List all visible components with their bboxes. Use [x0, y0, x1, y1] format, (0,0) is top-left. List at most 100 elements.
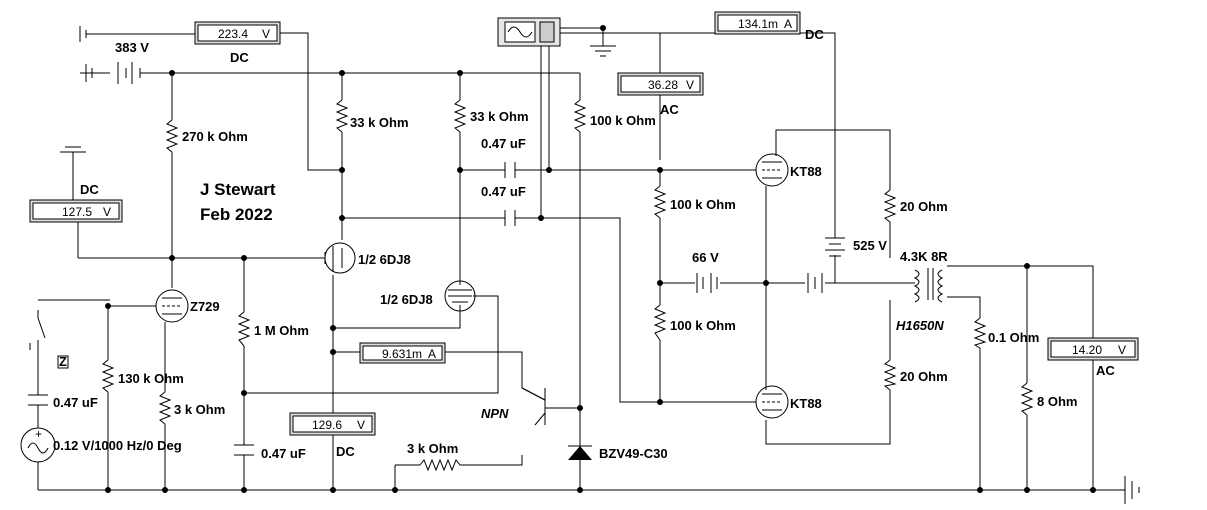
meter-m1: 223.4 V: [194, 21, 281, 45]
battery-383v-label: 383 V: [115, 40, 149, 55]
meter-m7-mode: AC: [1096, 363, 1115, 378]
label-r7: 1 M Ohm: [254, 323, 309, 338]
capacitor-c3: [28, 394, 48, 406]
resistor-8: [1020, 382, 1034, 416]
label-c1: 0.47 uF: [481, 136, 526, 151]
label-xfmr-ratio: 4.3K 8R: [900, 249, 948, 264]
label-r13: 0.1 Ohm: [988, 330, 1039, 345]
label-v5: Z729: [190, 299, 220, 314]
tube-6dj8-a: [324, 242, 356, 274]
battery-525v: [825, 237, 845, 257]
meter-m2: 134.1m A: [714, 11, 801, 35]
tube-z729: [155, 289, 189, 323]
label-r1: 270 k Ohm: [182, 129, 248, 144]
label-c3: 0.47 uF: [53, 395, 98, 410]
battery-66v: [696, 273, 823, 293]
tube-6dj8-b: [444, 280, 476, 312]
meter-m6-unit: V: [357, 418, 365, 432]
ground-meter-left: [60, 146, 86, 200]
meter-m7-unit: V: [1118, 343, 1126, 357]
label-r2: 33 k Ohm: [350, 115, 409, 130]
resistor-100k-c: [653, 304, 667, 341]
capacitor-c2: [504, 210, 516, 226]
resistor-20-a: [883, 189, 897, 223]
resistor-100k-b: [653, 185, 667, 219]
meter-m3-mode: AC: [660, 102, 679, 117]
label-xfmr-model: H1650N: [896, 318, 944, 333]
battery-66v-label: 66 V: [692, 250, 719, 265]
label-r8: 130 k Ohm: [118, 371, 184, 386]
label-r11: 20 Ohm: [900, 199, 948, 214]
meter-m3: 36.28 V: [617, 72, 704, 96]
meter-m5-value: 9.631m: [382, 347, 422, 361]
meter-m5-unit: A: [428, 347, 436, 361]
meter-m2-unit: A: [784, 17, 792, 31]
battery-top-left: [79, 26, 195, 42]
battery-525v-label: 525 V: [853, 238, 887, 253]
meter-m3-unit: V: [686, 78, 694, 92]
capacitors: [28, 162, 516, 456]
meter-m5: 9.631m A: [359, 342, 446, 364]
oscilloscope: [497, 17, 561, 47]
tube-kt88-a: [755, 153, 789, 187]
resistors: [101, 99, 1034, 472]
junctions: [105, 25, 1096, 493]
resistor-20-b: [883, 359, 897, 391]
labels: J Stewart Feb 2022 270 k Ohm 33 k Ohm 33…: [53, 109, 1077, 461]
resistor-33k-b: [453, 99, 467, 133]
ground-main: [1124, 476, 1140, 504]
resistor-3k-b: [419, 458, 465, 472]
ac-source: +: [20, 427, 56, 463]
meter-m4-unit: V: [103, 205, 111, 219]
zener-diode: [568, 440, 592, 460]
label-v1: 1/2 6DJ8: [358, 252, 411, 267]
label-r6: 100 k Ohm: [670, 318, 736, 333]
meter-m6-mode: DC: [336, 444, 355, 459]
meter-m2-value: 134.1m: [738, 17, 778, 31]
label-r10: 3 k Ohm: [407, 441, 458, 456]
label-c2: 0.47 uF: [481, 184, 526, 199]
resistor-0p1: [973, 317, 987, 349]
switch: [29, 317, 69, 369]
npn-transistor: [521, 387, 546, 426]
label-r14: 8 Ohm: [1037, 394, 1077, 409]
label-c4: 0.47 uF: [261, 446, 306, 461]
label-npn: NPN: [481, 406, 509, 421]
output-transformer: [913, 268, 944, 303]
label-r3: 33 k Ohm: [470, 109, 529, 124]
meter-m2-mode: DC: [805, 27, 824, 42]
meter-m7: 14.20 V: [1047, 337, 1139, 361]
label-v2: 1/2 6DJ8: [380, 292, 433, 307]
label-r4: 100 k Ohm: [590, 113, 656, 128]
tubes: [155, 153, 789, 419]
resistor-100k-a: [573, 99, 587, 133]
resistor-270k: [165, 119, 179, 153]
meter-m6: 129.6 V: [289, 412, 376, 436]
label-r9: 3 k Ohm: [174, 402, 225, 417]
meter-m1-value: 223.4: [218, 27, 248, 41]
ground-scope: [590, 45, 616, 57]
tube-kt88-b: [755, 385, 789, 419]
meter-m4-mode: DC: [80, 182, 99, 197]
author-label: J Stewart: [200, 180, 276, 199]
resistor-130k: [101, 359, 115, 393]
label-ac-source: 0.12 V/1000 Hz/0 Deg: [53, 438, 182, 453]
meter-m3-value: 36.28: [648, 78, 678, 92]
label-switch-key: Z: [59, 354, 67, 369]
meter-m1-mode: DC: [230, 50, 249, 65]
meter-m6-value: 129.6: [312, 418, 342, 432]
capacitor-c4: [234, 444, 254, 456]
label-zener: BZV49-C30: [599, 446, 668, 461]
resistor-33k-a: [335, 99, 349, 133]
label-r12: 20 Ohm: [900, 369, 948, 384]
resistor-3k-a: [158, 391, 172, 425]
battery-383v: [80, 62, 150, 84]
meter-m7-value: 14.20: [1072, 343, 1102, 357]
meter-m1-unit: V: [262, 27, 270, 41]
meter-m4-value: 127.5: [62, 205, 92, 219]
meter-m4: 127.5 V: [29, 199, 123, 223]
wires: [37, 27, 1125, 491]
label-r5: 100 k Ohm: [670, 197, 736, 212]
date-label: Feb 2022: [200, 205, 273, 224]
